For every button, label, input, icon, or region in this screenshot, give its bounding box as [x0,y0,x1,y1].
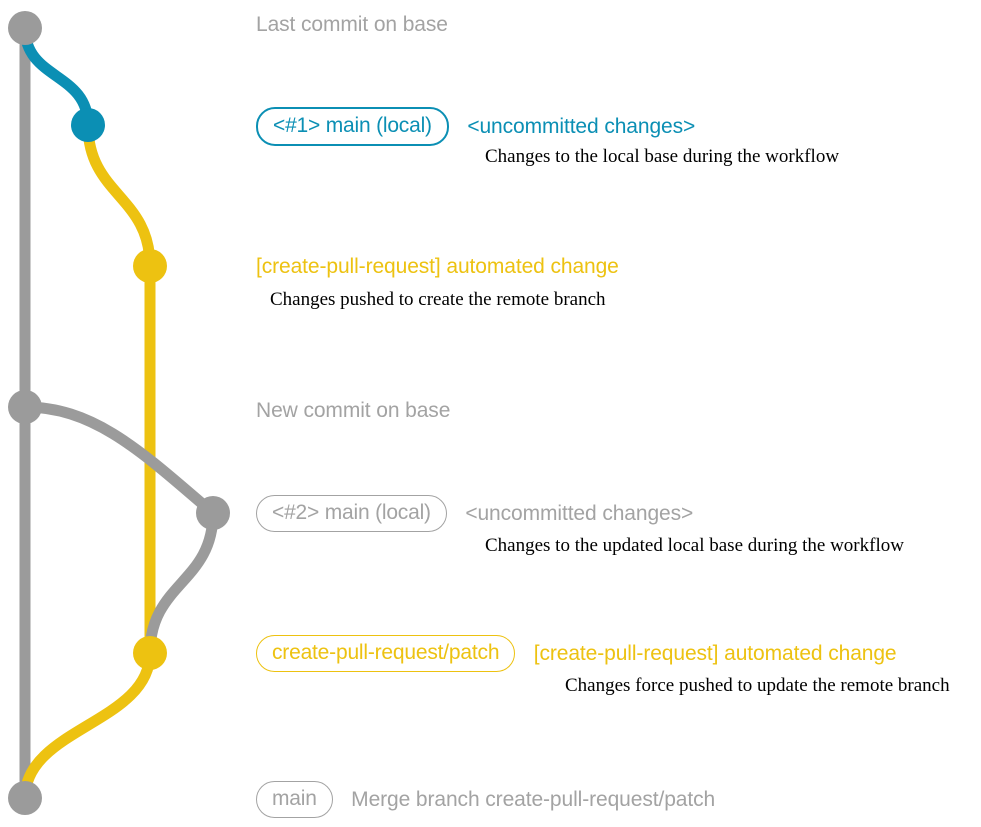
row-patch-force-pushed: create-pull-request/patch [create-pull-r… [256,635,897,672]
commit-message-merge-branch: Merge branch create-pull-request/patch [351,788,716,811]
edge-patch2-to-merge [19,647,156,804]
edge-local2-to-patch2 [144,507,219,659]
row-merge-commit: main Merge branch create-pull-request/pa… [256,781,715,818]
row-new-commit: New commit on base [256,398,450,423]
commit-node-last-commit-on-base[interactable] [8,11,42,45]
commit-message-automated-change-2: [create-pull-request] automated change [533,642,897,665]
commit-node-local-uncommitted-2[interactable] [196,496,230,530]
commit-node-patch-force-pushed[interactable] [133,636,167,670]
commit-node-merge-commit[interactable] [8,781,42,815]
headline-last-commit-on-base: Last commit on base [256,13,448,36]
note-changes-force-pushed-update-remote-branch: Changes force pushed to update the remot… [565,675,950,696]
row-patch-created: [create-pull-request] automated change [256,254,619,279]
note-changes-pushed-create-remote-branch: Changes pushed to create the remote bran… [270,289,606,310]
branch-badge-create-pull-request-patch[interactable]: create-pull-request/patch [256,635,516,672]
branch-badge-main[interactable]: main [256,781,333,818]
edge-local1-to-patch [82,119,156,272]
row-local-commit-1: <#1> main (local) <uncommitted changes> [256,107,695,146]
branch-badge-main-local-1[interactable]: <#1> main (local) [256,107,449,146]
commit-node-patch-created[interactable] [133,249,167,283]
row-last-commit: Last commit on base [256,12,448,37]
edge-base2-to-local2 [19,401,219,519]
commit-message-uncommitted-2: <uncommitted changes> [465,502,694,525]
commit-node-new-commit-on-base[interactable] [8,390,42,424]
note-updated-local-base-changes: Changes to the updated local base during… [485,535,904,556]
headline-create-pull-request-automated-change: [create-pull-request] automated change [256,255,619,278]
branch-badge-main-local-2[interactable]: <#2> main (local) [256,495,447,532]
headline-new-commit-on-base: New commit on base [256,399,451,422]
commit-node-local-uncommitted-1[interactable] [71,108,105,142]
edge-base-to-local1 [19,22,94,131]
note-local-base-changes: Changes to the local base during the wor… [485,146,840,167]
commit-message-uncommitted-1: <uncommitted changes> [467,115,696,138]
row-local-commit-2: <#2> main (local) <uncommitted changes> [256,495,693,532]
